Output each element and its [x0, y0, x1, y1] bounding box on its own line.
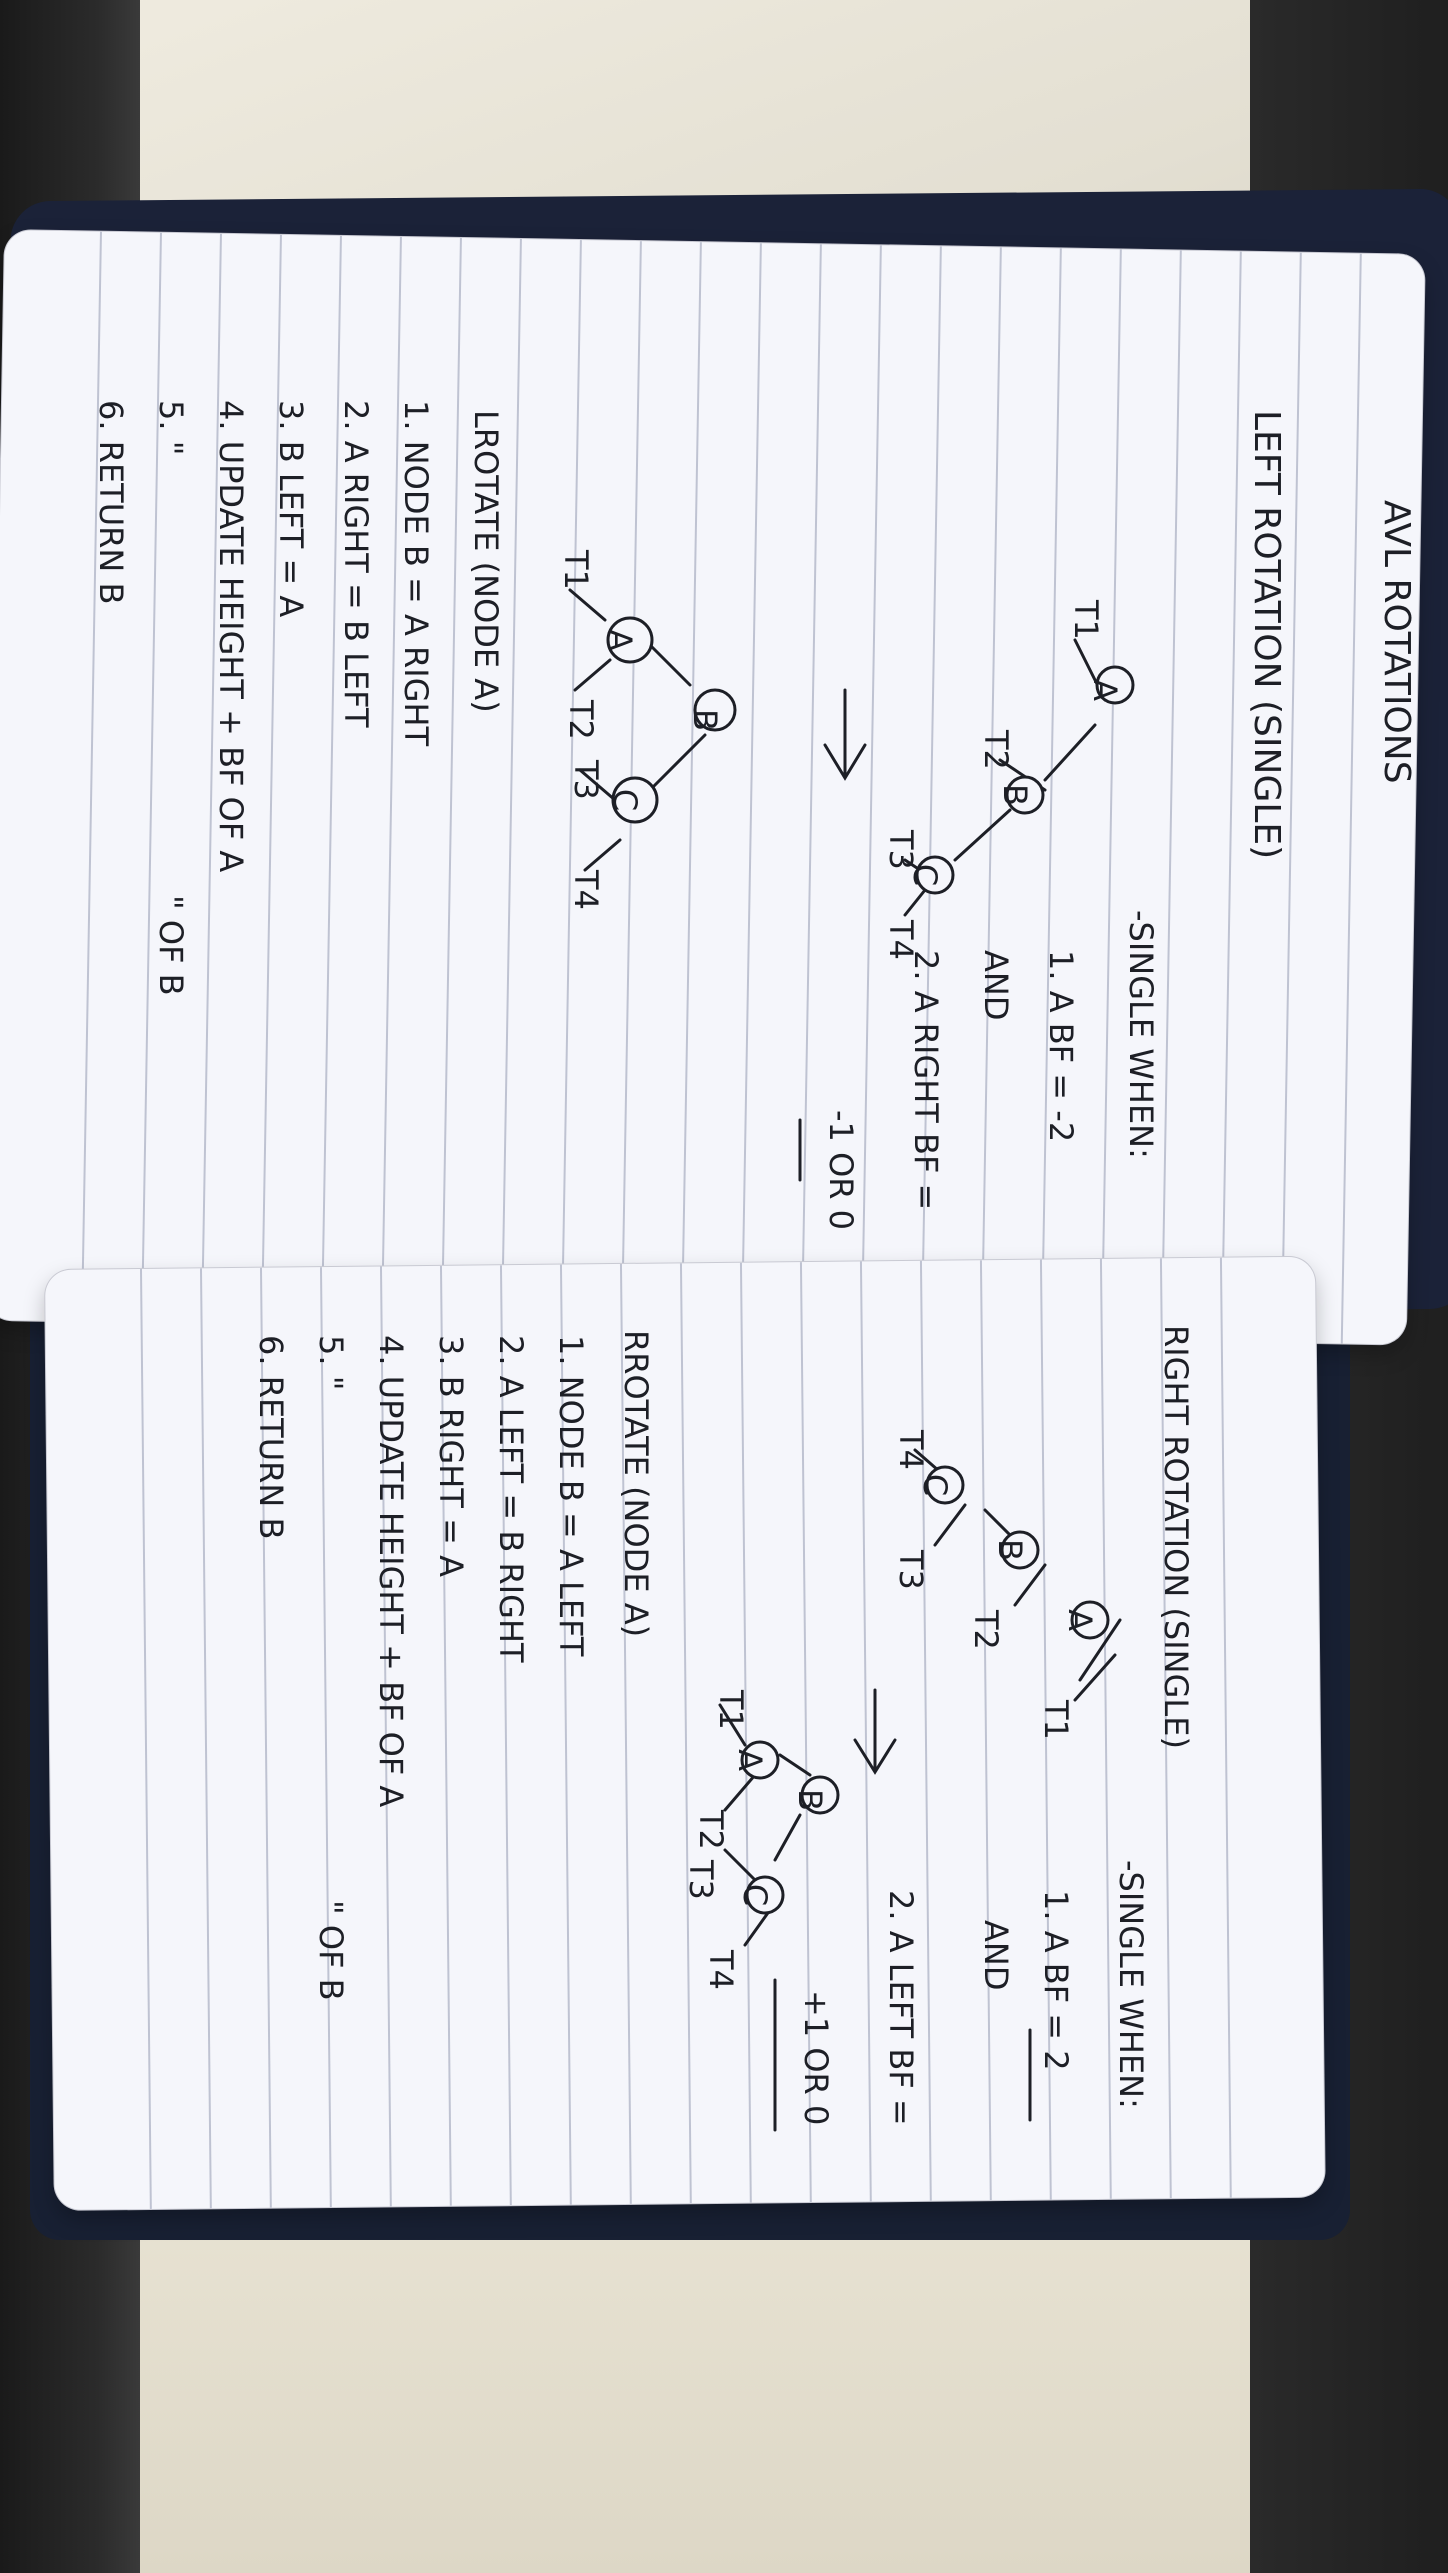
code-step: 4. UPDATE HEIGHT + BF OF A	[372, 1335, 410, 1807]
subtree-label: T2	[977, 729, 1015, 770]
tree-edge	[953, 808, 1012, 862]
code-step: 6. RETURN B	[252, 1335, 290, 1539]
tree-node-circle	[1000, 1530, 1040, 1570]
subtree-label: T4	[702, 1949, 740, 1990]
condition-line: 2. A LEFT BF =	[882, 1890, 920, 2126]
tree-edge	[933, 1503, 967, 1547]
code-step: 3. B RIGHT = A	[432, 1335, 470, 1577]
tree-edge	[1073, 1653, 1117, 1702]
tree-edge	[568, 588, 607, 622]
tree-node-label: A	[1086, 679, 1124, 701]
subtree-label: T4	[882, 919, 920, 960]
tree-edge	[743, 1908, 772, 1947]
condition-line: -SINGLE WHEN:	[1112, 1860, 1150, 2109]
tree-node-circle	[1095, 665, 1135, 705]
subtree-label: T3	[567, 759, 605, 800]
tree-node-circle	[1005, 775, 1045, 815]
tree-node-circle	[1070, 1600, 1110, 1640]
tree-node-label: B	[991, 1539, 1029, 1561]
subtree-label: T4	[892, 1429, 930, 1470]
tree-edge	[903, 888, 927, 917]
tree-edge	[583, 838, 622, 872]
tree-edge	[648, 733, 707, 792]
condition-line: AND	[977, 1920, 1015, 1990]
tree-node-label: A	[731, 1749, 769, 1771]
code-step: 2. A LEFT = B RIGHT	[492, 1335, 530, 1663]
tree-node-label: C	[606, 789, 644, 811]
code-step: 4. UPDATE HEIGHT + BF OF A	[212, 400, 250, 872]
code-step: 5. "	[152, 400, 190, 455]
code-title: LROTATE (NODE A)	[467, 410, 505, 713]
subtree-label: T4	[567, 869, 605, 910]
subtree-label: T3	[892, 1549, 930, 1590]
code-step: 2. A RIGHT = B LEFT	[337, 400, 375, 728]
tree-node-label: C	[906, 864, 944, 886]
subtree-label: T1	[557, 549, 595, 590]
tree-node-circle	[925, 1465, 965, 1505]
code-step: " OF B	[152, 895, 190, 996]
tree-edge	[773, 1813, 802, 1862]
tree-node-circle	[800, 1775, 840, 1815]
subtree-label: T3	[882, 829, 920, 870]
subtree-label: T2	[967, 1609, 1005, 1650]
tree-node-circle	[611, 776, 659, 824]
code-step: 1. NODE B = A LEFT	[552, 1335, 590, 1657]
condition-line: 1. A BF = 2	[1037, 1890, 1075, 2071]
arrow-head	[853, 1738, 897, 1775]
condition-line: -1 OR 0	[822, 1110, 860, 1230]
tree-edge	[648, 643, 692, 687]
tree-edge	[573, 658, 612, 692]
code-step: 5. "	[312, 1335, 350, 1390]
condition-line: -SINGLE WHEN:	[1122, 910, 1160, 1159]
desk-surface-lower	[60, 2180, 1260, 2573]
subtree-label: T1	[1037, 1699, 1075, 1740]
code-step: 1. NODE B = A RIGHT	[397, 400, 435, 747]
tree-edge	[723, 1773, 757, 1812]
code-step: 6. RETURN B	[92, 400, 130, 604]
tree-node-circle	[740, 1740, 780, 1780]
condition-line: 1. A BF = -2	[1042, 950, 1080, 1142]
condition-line: AND	[977, 950, 1015, 1020]
arrow-head	[823, 743, 867, 781]
subtree-label: T1	[712, 1689, 750, 1730]
tree-edge	[1043, 723, 1097, 782]
subtree-label: T3	[682, 1859, 720, 1900]
tree-node-circle	[693, 688, 737, 732]
page-heading: AVL ROTATIONS	[1376, 500, 1417, 784]
tree-edge	[778, 1753, 812, 1777]
tree-edge	[1013, 1563, 1047, 1607]
code-title: RROTATE (NODE A)	[617, 1330, 655, 1637]
tree-edge	[578, 768, 617, 802]
tree-node-circle	[606, 616, 654, 664]
section-title: LEFT ROTATION (SINGLE)	[1246, 410, 1287, 859]
code-step: " OF B	[312, 1900, 350, 2001]
tree-node-label: B	[996, 784, 1034, 806]
tree-edge	[718, 1703, 747, 1747]
code-step: 3. B LEFT = A	[272, 400, 310, 617]
tree-node-label: C	[736, 1884, 774, 1906]
condition-line: +1 OR 0	[797, 1990, 835, 2125]
tree-edge	[1078, 1618, 1122, 1682]
subtree-label: T2	[692, 1809, 730, 1850]
tree-node-label: B	[791, 1789, 829, 1811]
section-title: RIGHT ROTATION (SINGLE)	[1157, 1325, 1195, 1749]
tree-node-label: A	[601, 629, 639, 651]
tree-node-label: C	[916, 1474, 954, 1496]
tree-node-circle	[745, 1875, 785, 1915]
subtree-label: T2	[562, 699, 600, 740]
tree-node-label: A	[1061, 1609, 1099, 1631]
subtree-label: T1	[1067, 599, 1105, 640]
tree-node-label: B	[686, 709, 724, 731]
condition-line: 2. A RIGHT BF =	[907, 950, 945, 1210]
tree-node-circle	[915, 855, 955, 895]
